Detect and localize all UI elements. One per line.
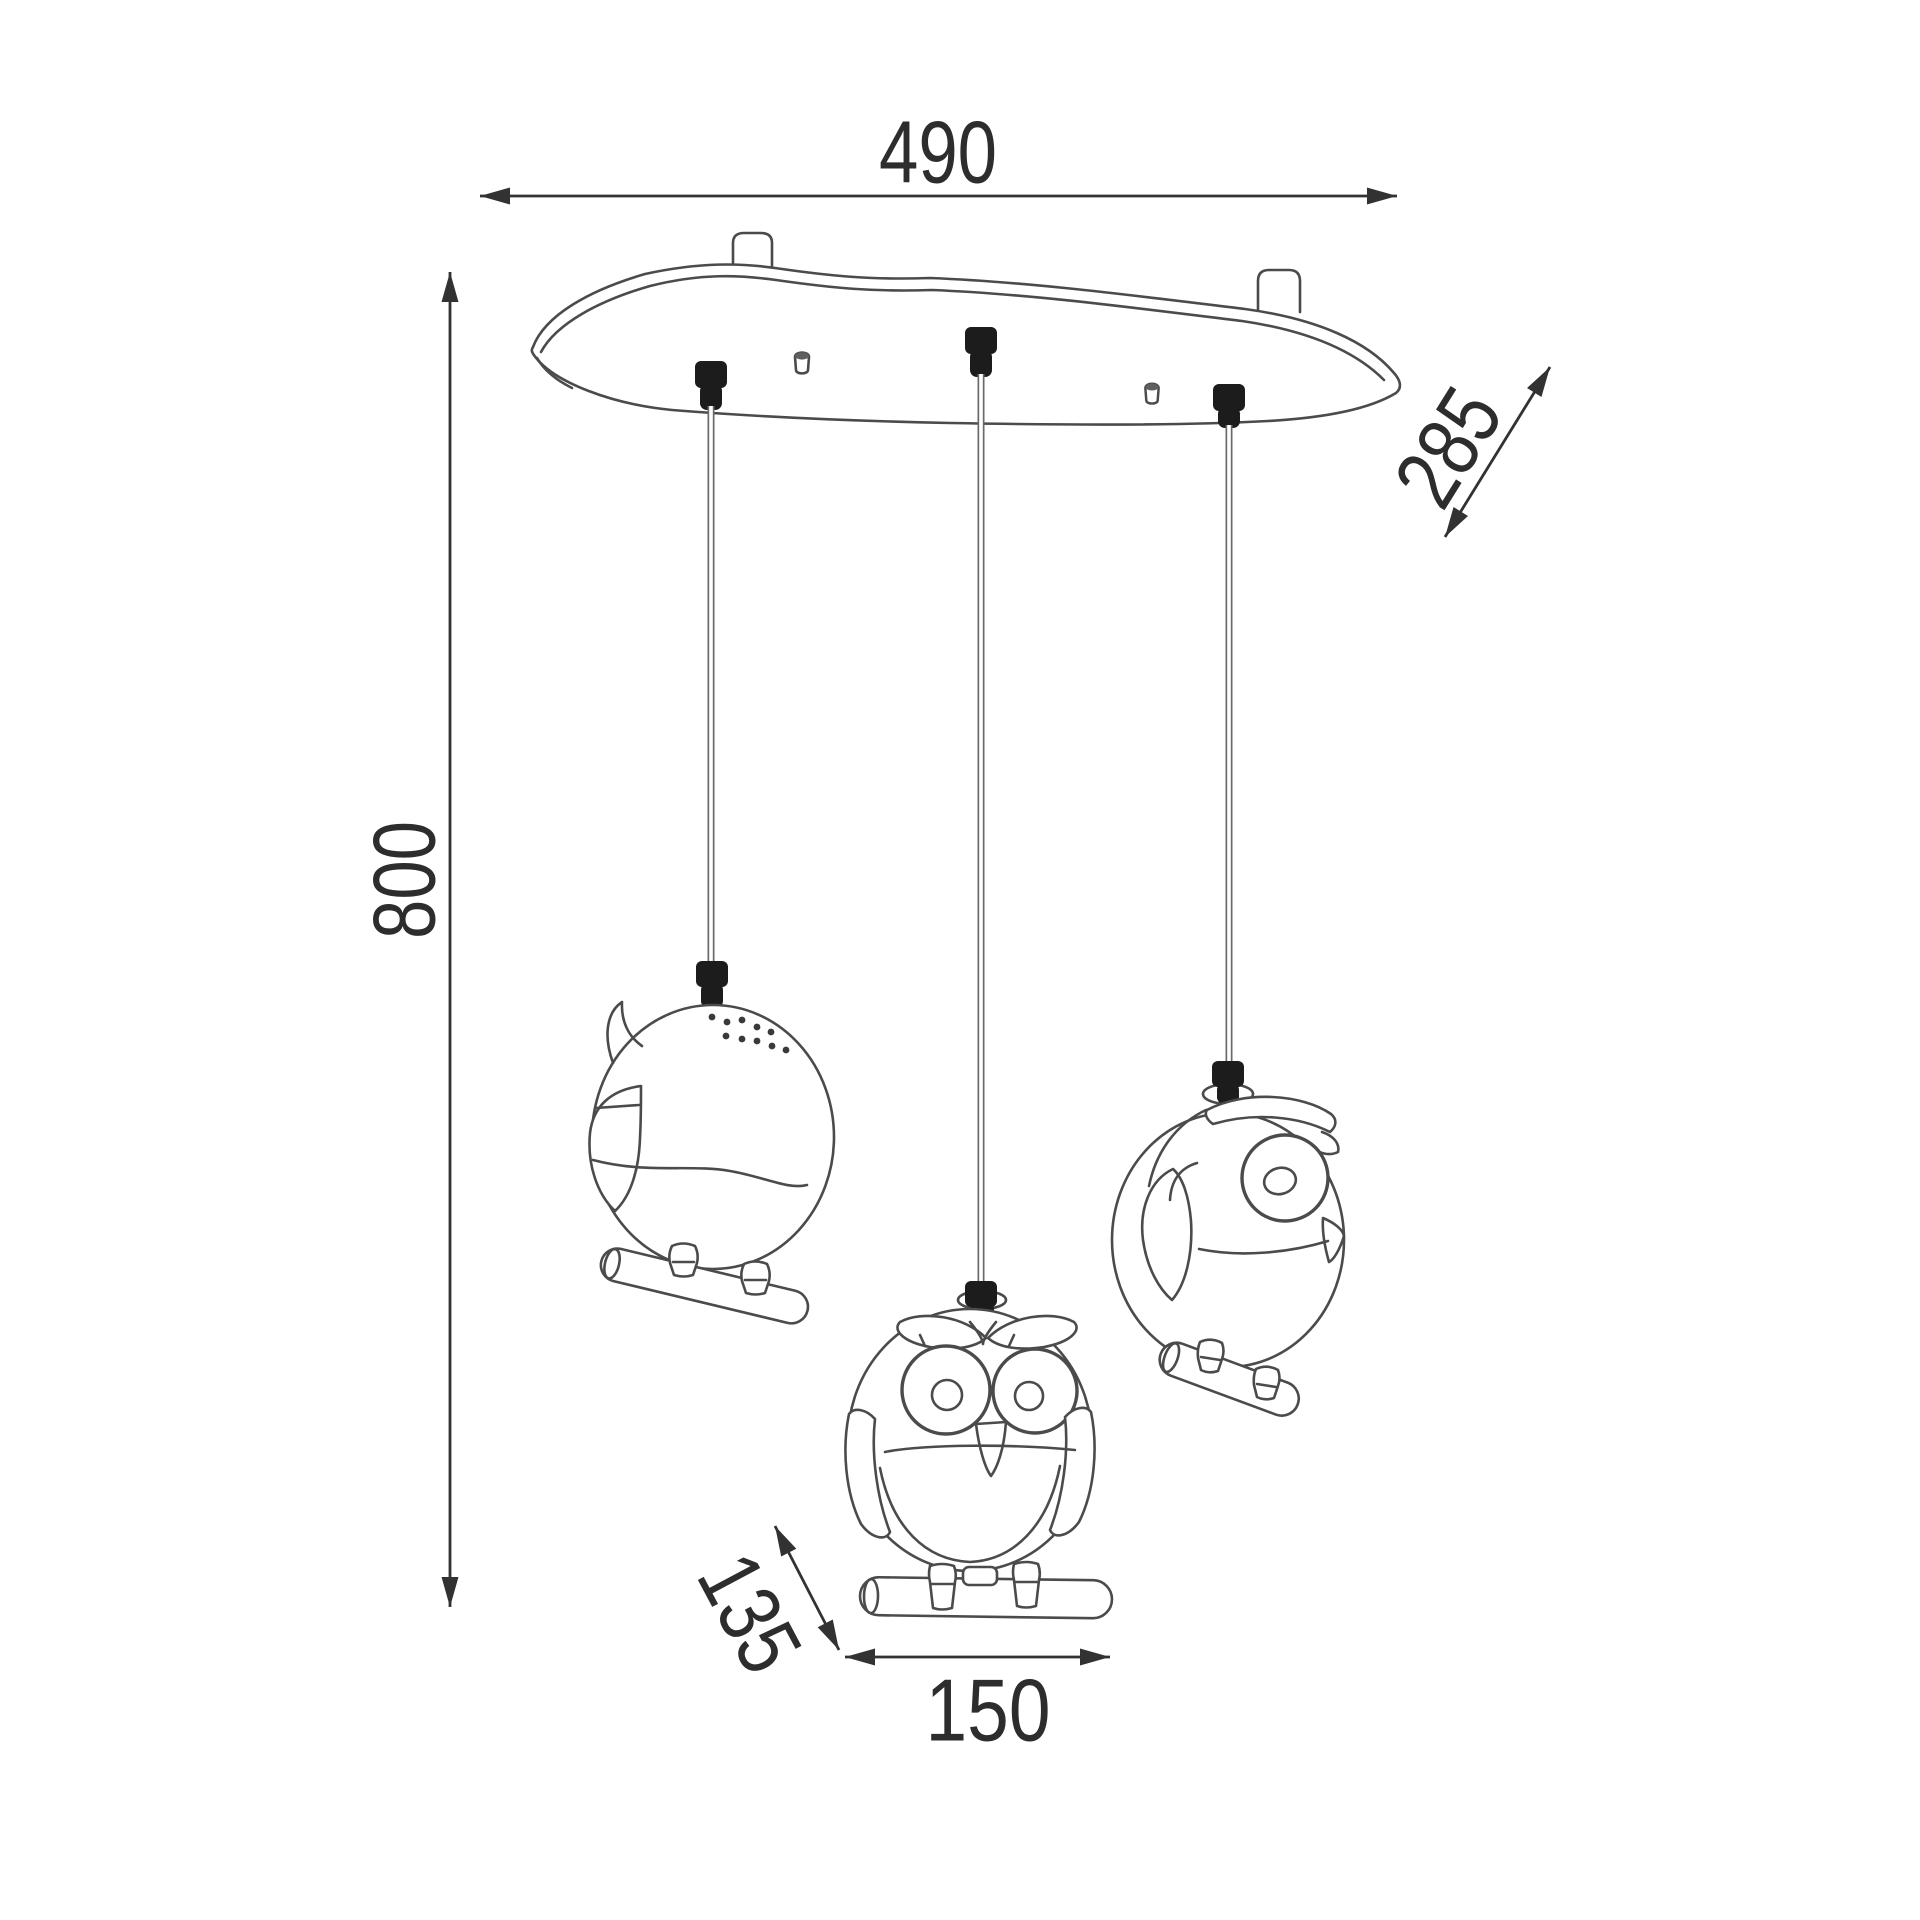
dimension-label-shade-depth: 135 [679,1538,822,1689]
dimension-line-depth [1443,366,1552,538]
bird-wing [588,1084,643,1213]
owl-right-eye [1240,1133,1330,1223]
arrowhead-upper-icon [775,1526,797,1557]
pendant-owl-right [1110,1061,1346,1417]
shade-grip-left [696,961,728,1008]
dimension-label-suspension-height: 800 [355,821,454,939]
dimension-suspension-height: 800 [355,272,459,1607]
pendant-bird-left [588,961,836,1325]
bird-vent-holes [708,1013,790,1054]
screw-cap-left [793,351,811,375]
owl-right-pupil [1262,1166,1298,1196]
bird-perch-bar [599,1247,810,1325]
owl-center-pupil-left [930,1378,964,1412]
bird-tail [606,1000,644,1065]
owl-right-chest-line [1197,1239,1330,1255]
canopy-tip-curl [535,356,574,390]
bird-foot-left [668,1242,699,1278]
owl-center-belly-curve [878,1464,1062,1564]
dimension-canopy-width: 490 [480,103,1397,205]
dimension-shade-width: 150 [845,1648,1110,1760]
owl-center-foot-left [927,1562,958,1611]
bird-foot-right [740,1260,771,1296]
screw-cap-right [1144,382,1160,405]
shade-grip-right [1212,1061,1244,1104]
bird-belly-line [591,1158,809,1188]
arrowhead-upper-icon [1527,367,1550,397]
arrowhead-up-icon [441,272,459,302]
arrowhead-right-icon [1367,187,1397,205]
pendant-owl-center [844,1281,1114,1620]
arrowhead-left-icon [480,187,510,205]
ceiling-canopy [530,231,1402,428]
owl-right-eyebrow [1204,1095,1337,1134]
cord-grip-right [1213,384,1245,428]
arrowhead-right-icon [1080,1648,1110,1666]
owl-right-foot-left [1196,1338,1225,1374]
dimension-label-canopy-width: 490 [879,103,997,202]
bird-wing-line [594,1103,641,1110]
cord-grip-center [965,327,997,377]
owl-center-brow-notch [968,1320,998,1346]
owl-center-wing-right [1048,1406,1096,1537]
owl-right-beak [1321,1216,1346,1264]
dimension-label-shade-width: 150 [926,1661,1051,1760]
canopy-rim-line [539,274,1386,382]
arrowhead-down-icon [441,1577,459,1607]
owl-center-eye-left [900,1344,992,1436]
arrowhead-lower-icon [1445,507,1468,537]
mounting-stub-right [1256,268,1302,316]
owl-center-wing-left [844,1408,892,1539]
owl-right-shoulder-line [1168,1161,1199,1202]
owl-right-foot-right [1252,1365,1281,1401]
owl-right-wing [1140,1167,1193,1302]
mounting-stub-left [731,231,774,272]
owl-center-belly-line [883,1444,1077,1454]
arrowhead-lower-icon [817,1619,839,1650]
owl-center-foot-right [1011,1560,1042,1609]
owl-center-perch-connector [961,1565,999,1587]
dimension-shade-depth: 135 [679,1525,841,1689]
owl-center-pupil-right [1013,1380,1045,1412]
dimension-canopy-depth: 285 [1375,366,1552,538]
owl-center-eye-right [991,1347,1079,1435]
cord-grip-left [695,361,727,410]
arrowhead-left-icon [845,1648,875,1666]
owl-center-eyebrow-ticks [918,1333,1016,1348]
owl-right-head-seam [1147,1108,1208,1188]
